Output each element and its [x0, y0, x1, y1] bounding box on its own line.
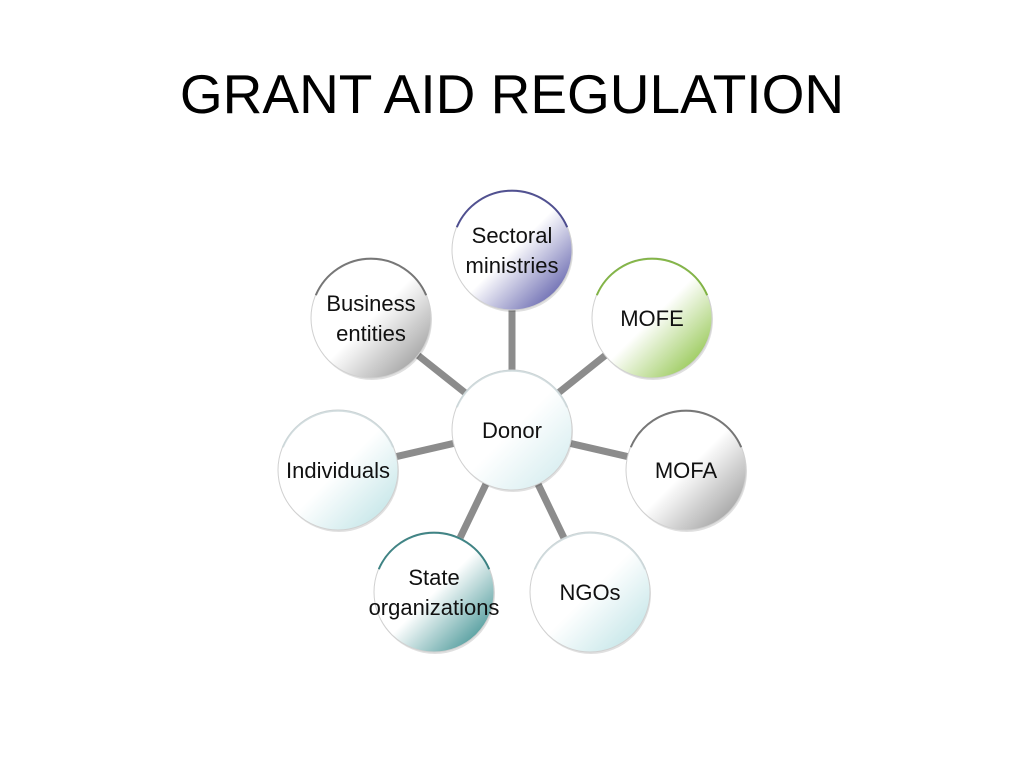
- connector-individuals: [395, 440, 455, 460]
- connector-mofa: [569, 440, 629, 460]
- business-entities-label: Business: [326, 291, 415, 316]
- mofe-rim: [595, 257, 709, 296]
- mofa-label: MOFA: [655, 458, 718, 483]
- state-organizations-rim: [377, 531, 491, 570]
- donor-node: Donor: [451, 369, 573, 492]
- sectoral-ministries-label: Sectoral: [472, 223, 553, 248]
- donor-label: Donor: [482, 418, 542, 443]
- mofa-rim: [629, 409, 743, 448]
- individuals-label: Individuals: [286, 458, 390, 483]
- connector-state-organizations: [456, 482, 490, 540]
- ngos-label: NGOs: [559, 580, 620, 605]
- connector-mofe: [556, 352, 608, 396]
- sectoral-ministries-rim: [455, 189, 569, 228]
- donor-rim: [455, 369, 569, 408]
- business-entities-node: Business entities: [310, 257, 432, 380]
- connector-ngos: [534, 482, 568, 540]
- state-organizations-label: State: [408, 565, 459, 590]
- ngos-rim: [533, 531, 647, 570]
- sectoral-ministries-node: Sectoral ministries: [451, 189, 573, 312]
- individuals-node: Individuals: [277, 409, 399, 532]
- mofe-node: MOFE: [591, 257, 713, 380]
- business-entities-rim: [314, 257, 428, 296]
- slide-title: GRANT AID REGULATION: [179, 63, 845, 125]
- connectors: [395, 310, 629, 540]
- mofa-node: MOFA: [625, 409, 747, 532]
- ngos-node: NGOs: [529, 531, 651, 654]
- sectoral-ministries-label: ministries: [466, 253, 559, 278]
- mofe-label: MOFE: [620, 306, 684, 331]
- connector-business-entities: [415, 352, 468, 396]
- state-organizations-label: organizations: [369, 595, 500, 620]
- individuals-rim: [281, 409, 395, 448]
- state-organizations-node: State organizations: [369, 531, 500, 654]
- business-entities-label: entities: [336, 321, 406, 346]
